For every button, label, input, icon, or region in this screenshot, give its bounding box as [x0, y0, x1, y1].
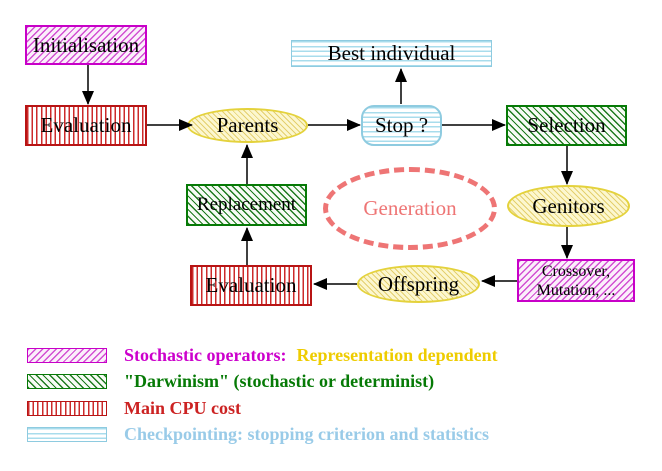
node-genitors-label: Genitors	[532, 193, 605, 218]
node-stop: Stop ?	[361, 105, 442, 146]
legend-row-darwinism: "Darwinism" (stochastic or determinist)	[27, 370, 435, 391]
node-evaluation-bottom-label: Evaluation	[205, 273, 297, 297]
node-stop-label: Stop ?	[374, 113, 429, 137]
node-crossover-mutation-line2: Mutation, ...	[536, 281, 616, 299]
legend-row-cpu-cost: Main CPU cost	[27, 397, 241, 418]
node-offspring-label: Offspring	[377, 271, 460, 296]
node-generation: Generation	[323, 167, 497, 250]
node-evaluation-top: Evaluation	[25, 105, 147, 146]
legend-label-darwinism: "Darwinism" (stochastic or determinist)	[124, 370, 435, 391]
legend-row-stochastic: Stochastic operators: Representation dep…	[27, 344, 498, 365]
legend-label-cpu-cost: Main CPU cost	[124, 397, 241, 418]
node-evaluation-bottom: Evaluation	[190, 265, 312, 306]
node-initialisation-label: Initialisation	[32, 32, 140, 57]
node-initialisation: Initialisation	[25, 25, 147, 65]
node-offspring: Offspring	[357, 265, 480, 303]
node-replacement: Replacement	[186, 184, 307, 226]
node-generation-label: Generation	[363, 196, 457, 220]
legend-label-representation-dependent: Representation dependent	[296, 344, 498, 365]
node-selection-label: Selection	[527, 113, 606, 137]
node-best-individual-label: Best individual	[327, 41, 456, 65]
node-parents: Parents	[187, 108, 308, 143]
legend-label-checkpointing: Checkpointing: stopping criterion and st…	[124, 423, 490, 444]
legend-row-checkpointing: Checkpointing: stopping criterion and st…	[27, 423, 490, 444]
node-replacement-label: Replacement	[196, 194, 297, 215]
legend-swatch-stochastic-operators	[27, 347, 107, 363]
legend-swatch-darwinism	[27, 373, 107, 389]
legend-swatch-cpu-cost	[27, 400, 107, 416]
legend-label-stochastic-operators: Stochastic operators:	[124, 344, 287, 365]
node-parents-label: Parents	[216, 113, 279, 137]
node-selection: Selection	[506, 105, 627, 146]
node-crossover-mutation: Crossover, Mutation, ...	[517, 259, 635, 302]
node-crossover-mutation-line1: Crossover,	[541, 262, 611, 280]
node-genitors: Genitors	[507, 185, 630, 227]
node-best-individual: Best individual	[291, 40, 492, 67]
legend-swatch-checkpointing	[27, 426, 107, 442]
node-evaluation-top-label: Evaluation	[40, 113, 132, 137]
